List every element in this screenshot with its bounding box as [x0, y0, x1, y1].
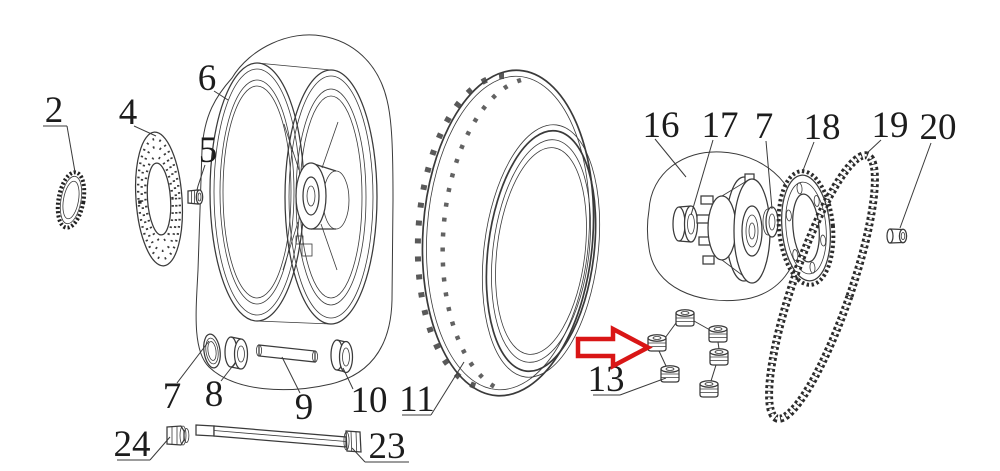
part-labels: 2 4 5 6 7 8 9 10 11 13 16 17 7 18 19 20 … — [45, 58, 957, 467]
damper-set — [647, 309, 729, 398]
part-label-17: 17 — [702, 105, 739, 146]
tire-bead-edge — [485, 129, 597, 373]
damper-block — [709, 348, 729, 366]
part-label-2: 2 — [45, 90, 64, 131]
damper-block — [675, 309, 695, 327]
damper-block — [708, 325, 728, 343]
sprocket-teeth — [776, 169, 836, 287]
lock-ring — [55, 170, 87, 230]
axle-nut-24 — [166, 425, 190, 446]
damper-block — [699, 380, 719, 398]
leader-lines — [43, 90, 932, 463]
disc-hole-ring-outer — [136, 137, 182, 261]
part-label-18: 18 — [804, 107, 841, 148]
axle-hex-head — [343, 430, 362, 453]
disc-center-cutout — [146, 162, 172, 236]
part-label-24: 24 — [114, 424, 151, 465]
tire-tread-pattern — [414, 72, 505, 391]
red-highlight-arrow — [575, 325, 653, 370]
sprocket — [776, 169, 836, 287]
sprocket-hub-assembly — [647, 151, 800, 302]
wheel-hub — [295, 162, 350, 257]
part-label-20: 20 — [920, 107, 957, 148]
part-label-7b: 7 — [755, 106, 774, 147]
part-label-4: 4 — [119, 92, 138, 133]
part-label-16: 16 — [643, 105, 680, 146]
drive-chain — [765, 151, 879, 423]
brake-disc — [134, 131, 184, 267]
dust-seal-7 — [203, 333, 221, 369]
wheel-rim-group — [195, 34, 394, 391]
cush-drive-hub-17 — [696, 173, 771, 284]
part-label-13: 13 — [588, 359, 625, 400]
axle-23 — [195, 424, 362, 453]
part-label-5: 5 — [199, 130, 218, 171]
disc-hole-ring-mid — [140, 145, 178, 253]
tire-outer-edge — [421, 69, 595, 397]
tire — [414, 69, 601, 397]
bolt-20 — [886, 228, 908, 244]
wheel-spokes — [282, 121, 339, 271]
wheel-outline-blob — [195, 34, 394, 391]
part-label-23: 23 — [369, 426, 406, 467]
part-label-7: 7 — [163, 376, 182, 417]
part-label-19: 19 — [872, 105, 909, 146]
part-label-8: 8 — [205, 374, 224, 415]
hub-bore-17 — [741, 205, 763, 257]
bearing-8 — [224, 336, 249, 370]
disc-hole-ring-inner — [144, 155, 174, 243]
part-label-10: 10 — [351, 380, 388, 421]
sprocket-center-hole — [792, 193, 820, 263]
axle-sleeve-9 — [255, 344, 318, 363]
bearing-10 — [330, 339, 354, 374]
part-label-6: 6 — [198, 58, 217, 99]
rim-front-edge — [209, 62, 305, 322]
part-label-9: 9 — [295, 387, 314, 428]
damper-block — [660, 365, 680, 383]
part-label-11: 11 — [399, 379, 435, 420]
bearing-16 — [672, 205, 699, 243]
small-nut-5 — [187, 189, 204, 205]
hub-bore — [302, 176, 320, 216]
